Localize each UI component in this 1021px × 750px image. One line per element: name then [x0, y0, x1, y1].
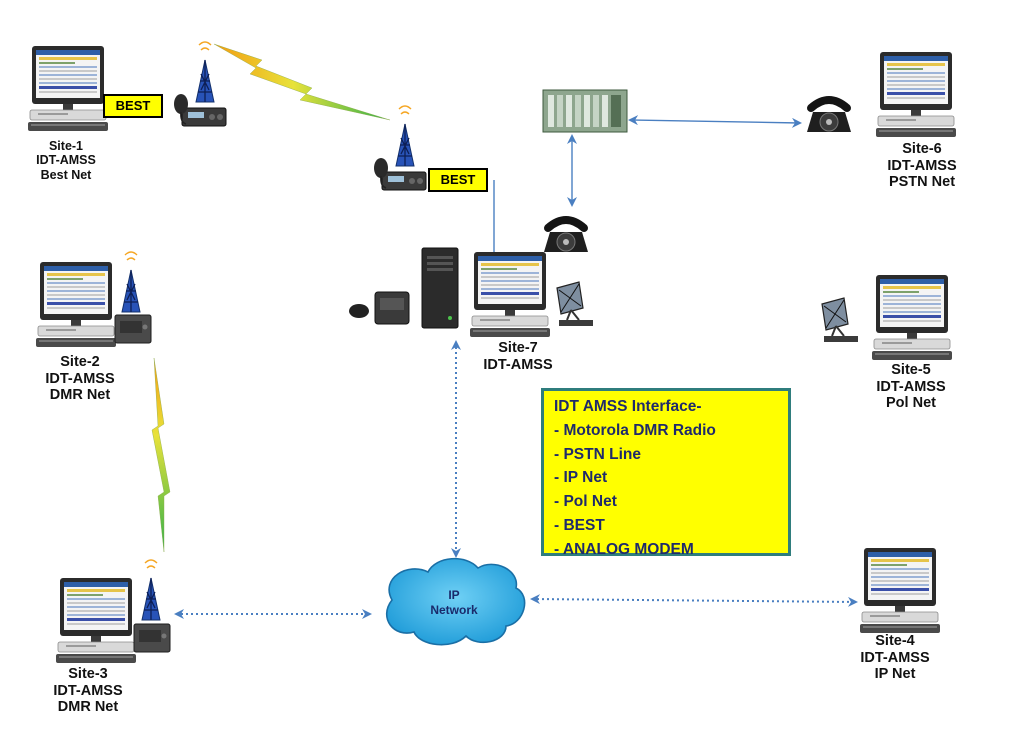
site1-computer: [27, 45, 109, 132]
wireless-link-best: [213, 43, 391, 121]
wireless-link-dmr: [151, 357, 171, 553]
interface-item: - ANALOG MODEM: [554, 540, 694, 558]
site7-label: Site-7 IDT-AMSS: [483, 340, 553, 373]
site2-computer: [35, 261, 117, 348]
site2-label: Site-2 IDT-AMSS DMR Net: [45, 354, 115, 404]
site1-tower: [195, 41, 215, 103]
site7-computer: [469, 251, 551, 338]
site3-computer: [55, 577, 137, 664]
interface-list-box: IDT AMSS Interface- - Motorola DMR Radio…: [541, 388, 791, 558]
interface-item: - Pol Net: [554, 493, 617, 511]
site4-label: Site-4 IDT-AMSS IP Net: [860, 633, 930, 683]
ip-network-cloud: [386, 557, 526, 646]
site3-label: Site-3 IDT-AMSS DMR Net: [53, 666, 123, 716]
ip-network-label: IP Network: [430, 588, 478, 617]
interface-item: - BEST: [554, 516, 605, 534]
site7-server: [421, 247, 459, 329]
site6-label: Site-6 IDT-AMSS PSTN Net: [887, 141, 957, 191]
link-rack-pstn: [628, 115, 802, 128]
center-tower: [395, 105, 415, 167]
site3-tower: [141, 559, 161, 621]
site5-label: Site-5 IDT-AMSS Pol Net: [876, 362, 946, 412]
site7-phone: [544, 220, 588, 252]
rack-chassis: [542, 89, 628, 133]
interface-title: IDT AMSS Interface-: [554, 398, 702, 415]
interface-item: - IP Net: [554, 469, 608, 487]
ip-link-site4: [530, 594, 858, 607]
best-badge-center: BEST: [428, 168, 488, 192]
site2-dmr-unit: [114, 314, 152, 344]
interface-item: - PSTN Line: [554, 445, 641, 463]
site4-computer: [859, 547, 941, 634]
site1-label: Site-1 IDT-AMSS Best Net: [36, 139, 96, 182]
site2-tower: [121, 251, 141, 313]
site7-dish: [556, 281, 594, 327]
site5-computer: [871, 274, 953, 361]
site7-modem: [349, 291, 410, 325]
site5-dish: [821, 297, 859, 343]
best-badge-site1: BEST: [103, 94, 163, 118]
interface-item: - Motorola DMR Radio: [554, 421, 716, 439]
site6-phone: [807, 100, 851, 132]
site6-computer: [875, 51, 957, 138]
site3-dmr-unit: [133, 623, 171, 653]
